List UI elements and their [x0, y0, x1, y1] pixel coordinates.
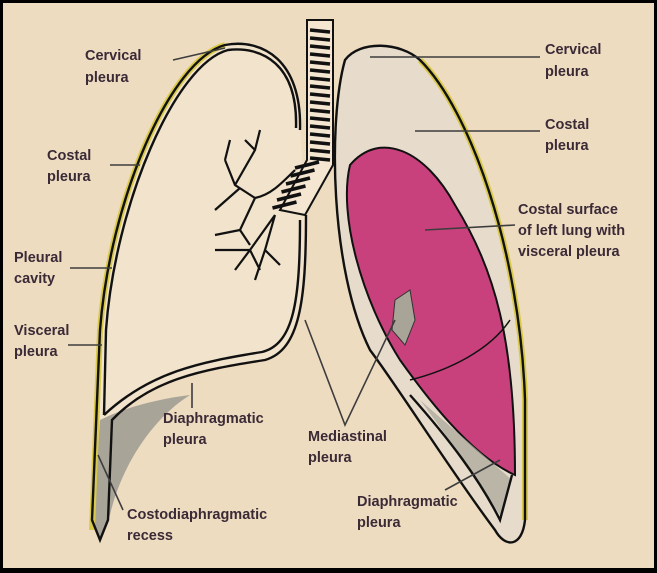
svg-text:Costal: Costal [545, 117, 589, 133]
trachea-ring [309, 132, 331, 138]
trachea [272, 19, 334, 217]
bronchus-ring [272, 200, 297, 210]
label-costal-surface-2: of left lung with [518, 223, 625, 239]
svg-text:pleura: pleura [545, 64, 589, 80]
labels: Cervical pleura Costal pleura Pleural ca… [14, 42, 625, 544]
svg-text:pleura: pleura [308, 450, 352, 466]
leader-line [172, 47, 226, 61]
trachea-ring [309, 84, 331, 90]
label-costodiaphragmatic-1: Costodiaphragmatic [127, 507, 267, 523]
bronchus-ring [294, 160, 320, 170]
trachea-ring [309, 36, 331, 42]
svg-text:Costal: Costal [47, 148, 91, 164]
leader-lines [68, 47, 540, 511]
bronchus-ring [281, 184, 306, 194]
label-cervical-left-1: Cervical [85, 48, 141, 64]
diaphragmatic-recess-right [420, 400, 512, 515]
trachea-rings [272, 28, 331, 210]
trachea-ring [309, 124, 331, 130]
bronchus-ring [276, 192, 302, 202]
leader-line [444, 459, 501, 491]
label-costal-left-2: pleura [47, 169, 91, 185]
trachea-ring [309, 76, 331, 82]
label-diaphragmatic-left-1: Diaphragmatic [163, 411, 264, 427]
label-cervical-left-2: pleura [85, 70, 129, 86]
trachea-ring [309, 60, 331, 66]
trachea-ring [309, 68, 331, 74]
svg-text:Costodiaphragmatic: Costodiaphragmatic [127, 507, 267, 523]
svg-text:visceral pleura: visceral pleura [518, 244, 620, 260]
right-pleura-outline [333, 44, 527, 544]
bronchus-ring [285, 176, 311, 186]
svg-text:pleura: pleura [163, 432, 207, 448]
oblique-fissure [409, 319, 511, 381]
svg-text:Diaphragmatic: Diaphragmatic [163, 411, 264, 427]
parietal-pleura-line [90, 42, 308, 544]
svg-text:Mediastinal: Mediastinal [308, 429, 387, 445]
svg-text:Visceral: Visceral [14, 323, 69, 339]
label-cervical-right-1: Cervical [545, 42, 601, 58]
label-visceral-2: pleura [14, 344, 58, 360]
svg-text:Costal surface: Costal surface [518, 202, 618, 218]
label-diaphragmatic-right-1: Diaphragmatic [357, 494, 458, 510]
leader-line [304, 319, 396, 428]
trachea-ring [309, 92, 331, 98]
label-cervical-right-2: pleura [545, 64, 589, 80]
costal-surface-left-lung [345, 146, 517, 477]
svg-text:Cervical: Cervical [85, 48, 141, 64]
trachea-ring [309, 44, 331, 50]
svg-text:of left lung with: of left lung with [518, 223, 625, 239]
trachea-ring [309, 108, 331, 114]
trachea-ring [309, 52, 331, 58]
svg-text:pleura: pleura [545, 138, 589, 154]
costodiaphragmatic-recess-fill [93, 395, 190, 540]
trachea-ring [309, 148, 331, 154]
svg-text:Pleural: Pleural [14, 250, 62, 266]
bronchial-branches [214, 129, 296, 281]
label-costal-right-2: pleura [545, 138, 589, 154]
trachea-ring [309, 140, 331, 146]
trachea-outline [278, 19, 334, 217]
left-lung-right-side [333, 44, 528, 544]
svg-text:Cervical: Cervical [545, 42, 601, 58]
svg-text:pleura: pleura [14, 344, 58, 360]
leader-line [424, 224, 516, 231]
diaphragmatic-visceral-line [103, 219, 302, 416]
svg-text:pleura: pleura [357, 515, 401, 531]
visceral-pleura-line [102, 48, 298, 416]
bronchial-tree [214, 129, 296, 281]
trachea-ring [309, 100, 331, 106]
left-lung-fill [92, 43, 306, 541]
label-mediastinal-2: pleura [308, 450, 352, 466]
svg-text:pleura: pleura [47, 169, 91, 185]
label-mediastinal-1: Mediastinal [308, 429, 387, 445]
trachea-ring [309, 156, 331, 162]
svg-text:cavity: cavity [14, 271, 55, 287]
label-costal-surface-1: Costal surface [518, 202, 618, 218]
trachea-ring [309, 116, 331, 122]
trachea-ring [309, 28, 331, 34]
svg-text:Diaphragmatic: Diaphragmatic [357, 494, 458, 510]
label-visceral-1: Visceral [14, 323, 69, 339]
bronchus-ring [290, 168, 315, 178]
label-diaphragmatic-right-2: pleura [357, 515, 401, 531]
svg-text:pleura: pleura [85, 70, 129, 86]
label-pleural-cavity-2: cavity [14, 271, 55, 287]
label-costodiaphragmatic-2: recess [127, 528, 173, 544]
label-costal-surface-3: visceral pleura [518, 244, 620, 260]
left-lung [89, 42, 308, 544]
diaphragmatic-line-right [409, 394, 514, 524]
label-costal-right-1: Costal [545, 117, 589, 133]
label-pleural-cavity-1: Pleural [14, 250, 62, 266]
label-diaphragmatic-left-2: pleura [163, 432, 207, 448]
leader-line [97, 454, 124, 511]
label-costal-left-1: Costal [47, 148, 91, 164]
svg-text:recess: recess [127, 528, 173, 544]
